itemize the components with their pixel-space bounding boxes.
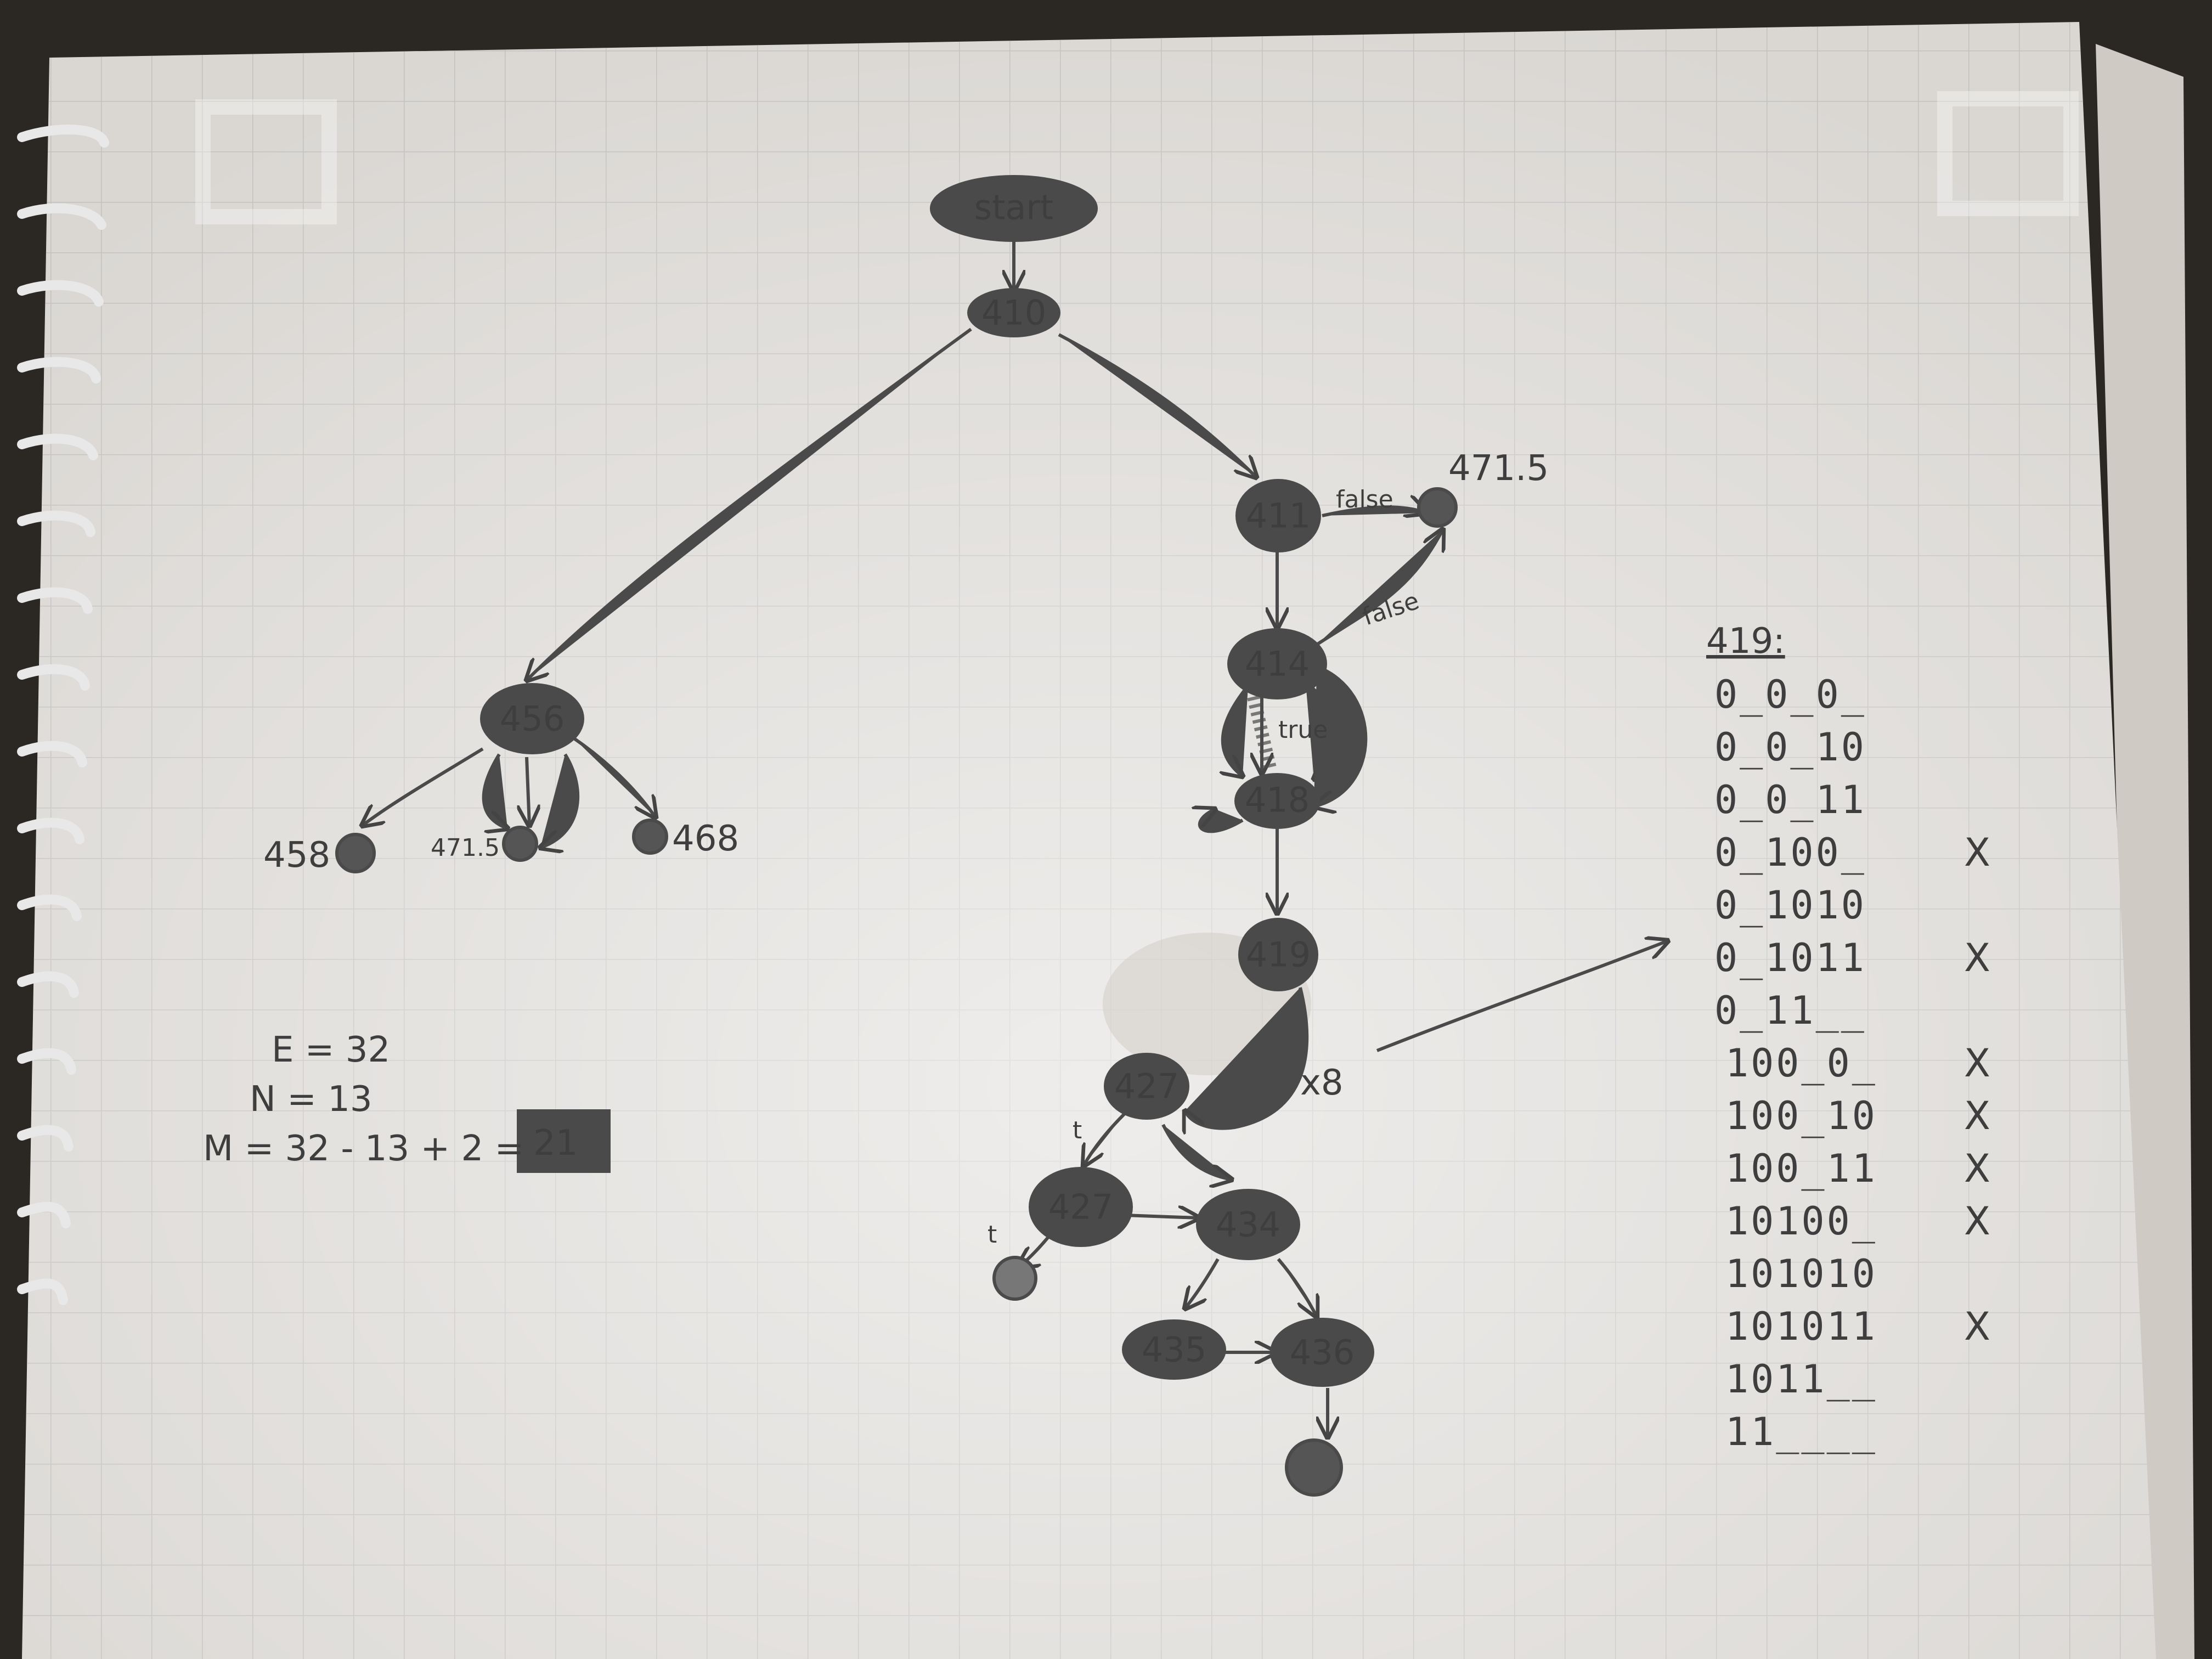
table-title: 419:: [1706, 621, 1785, 662]
node-434-label: 434: [1216, 1205, 1280, 1245]
flow-graph: [335, 175, 1668, 1497]
table-row-value: 0_1011: [1714, 935, 1866, 980]
node-434: [1196, 1189, 1300, 1260]
table-row-cross-mark: X: [1964, 1146, 1990, 1191]
node-414: [1227, 628, 1327, 699]
sink-468-label: 468: [672, 819, 739, 859]
edge-427-434: [1161, 1124, 1232, 1180]
equation-m: M = 32 - 13 + 2 =: [203, 1128, 524, 1169]
table-row-value: 0_11__: [1714, 988, 1866, 1033]
table-row-cross-mark: X: [1964, 1041, 1990, 1086]
node-427a: [1104, 1053, 1189, 1120]
node-456: [480, 683, 584, 754]
edge-456-471-a: [482, 753, 507, 828]
node-start-label: start: [974, 188, 1053, 228]
edge-label-x8: x8: [1300, 1063, 1344, 1103]
equation-e: E = 32: [272, 1030, 390, 1070]
spiral-binding: [17, 125, 109, 1305]
equation-n: N = 13: [250, 1079, 373, 1120]
table-row-value: 11____: [1725, 1409, 1877, 1454]
page-stack-edge: [2096, 44, 2194, 1659]
sink-427b: [992, 1256, 1037, 1301]
node-410-label: 410: [981, 293, 1046, 333]
table-row-value: 100_0_: [1725, 1041, 1877, 1086]
equation-m-result: 21: [533, 1123, 578, 1164]
node-410: [967, 288, 1060, 337]
edge-410-411: [1058, 333, 1256, 477]
edge-456-458: [362, 747, 484, 826]
edge-456-471-c: [540, 753, 580, 848]
sink-471-5-left-label: 471.5: [431, 834, 500, 862]
sink-458: [335, 833, 376, 873]
node-419: [1238, 918, 1318, 991]
table-row-value: 101010: [1725, 1251, 1877, 1296]
sink-468: [632, 819, 668, 855]
table-row-value: 0_0_0_: [1714, 672, 1866, 717]
node-419-label: 419: [1246, 935, 1311, 975]
edge-456-468: [572, 736, 656, 817]
sink-471-5-left: [502, 826, 538, 862]
node-436: [1270, 1318, 1374, 1387]
table-row-value: 0_0_10: [1714, 725, 1866, 770]
corner-mark-left: [195, 99, 337, 224]
node-456-label: 456: [500, 699, 565, 739]
node-411-label: 411: [1246, 496, 1311, 536]
edge-414-418-true-a: [1223, 685, 1250, 776]
edge-427-427: [1084, 1112, 1126, 1166]
edge-label-t-1: t: [1073, 1116, 1082, 1144]
table-row-value: 100_11: [1725, 1146, 1877, 1191]
table-row-cross-mark: X: [1964, 830, 1990, 875]
table-row-value: 0_0_11: [1714, 777, 1866, 822]
sink-471-5-right-label: 471.5: [1448, 448, 1549, 489]
node-427a-label: 427: [1114, 1066, 1179, 1107]
table-row-value: 100_10: [1725, 1093, 1877, 1138]
edge-label-false-1: false: [1336, 486, 1393, 514]
edge-456-471-b: [527, 757, 529, 826]
node-414-label: 414: [1245, 644, 1310, 684]
node-427b: [1029, 1167, 1133, 1247]
edge-label-t-2: t: [988, 1221, 997, 1249]
edge-419-427-loop: [1185, 987, 1309, 1128]
edge-x8-table: [1376, 941, 1668, 1052]
table-row-cross-mark: X: [1964, 1304, 1990, 1349]
table-row-cross-mark: X: [1964, 1199, 1990, 1244]
node-435: [1122, 1319, 1226, 1380]
table-row-cross-mark: X: [1964, 935, 1990, 980]
edge-label-true: true: [1278, 716, 1328, 744]
edge-410-456: [527, 328, 972, 680]
node-427b-label: 427: [1048, 1187, 1113, 1227]
lamp-glare: [22, 22, 2156, 1659]
table-row-value: 1011__: [1725, 1357, 1877, 1402]
table-row-value: 0_1010: [1714, 883, 1866, 928]
node-418: [1234, 773, 1320, 829]
edge-414-471-false: [1316, 529, 1443, 646]
sink-471-5-right: [1417, 487, 1458, 528]
sink-436: [1285, 1438, 1343, 1497]
node-411: [1235, 479, 1321, 552]
edge-434-436: [1277, 1258, 1317, 1317]
sink-458-label: 458: [263, 835, 330, 876]
node-435-label: 435: [1142, 1330, 1206, 1370]
edge-434-435: [1185, 1258, 1220, 1308]
node-start: [930, 175, 1098, 242]
edge-414-418-loop-b: [1314, 665, 1368, 806]
table-row-cross-mark: X: [1964, 1093, 1990, 1138]
node-436-label: 436: [1290, 1333, 1355, 1373]
node-418-label: 418: [1245, 780, 1310, 820]
edge-427b-434: [1124, 1215, 1199, 1218]
result-box: [517, 1109, 611, 1173]
edge-418-self: [1200, 809, 1244, 833]
corner-mark-right: [1937, 91, 2079, 216]
table-row-value: 101011: [1725, 1304, 1877, 1349]
table-row-value: 10100_: [1725, 1199, 1877, 1244]
table-row-value: 0_100_: [1714, 830, 1866, 875]
